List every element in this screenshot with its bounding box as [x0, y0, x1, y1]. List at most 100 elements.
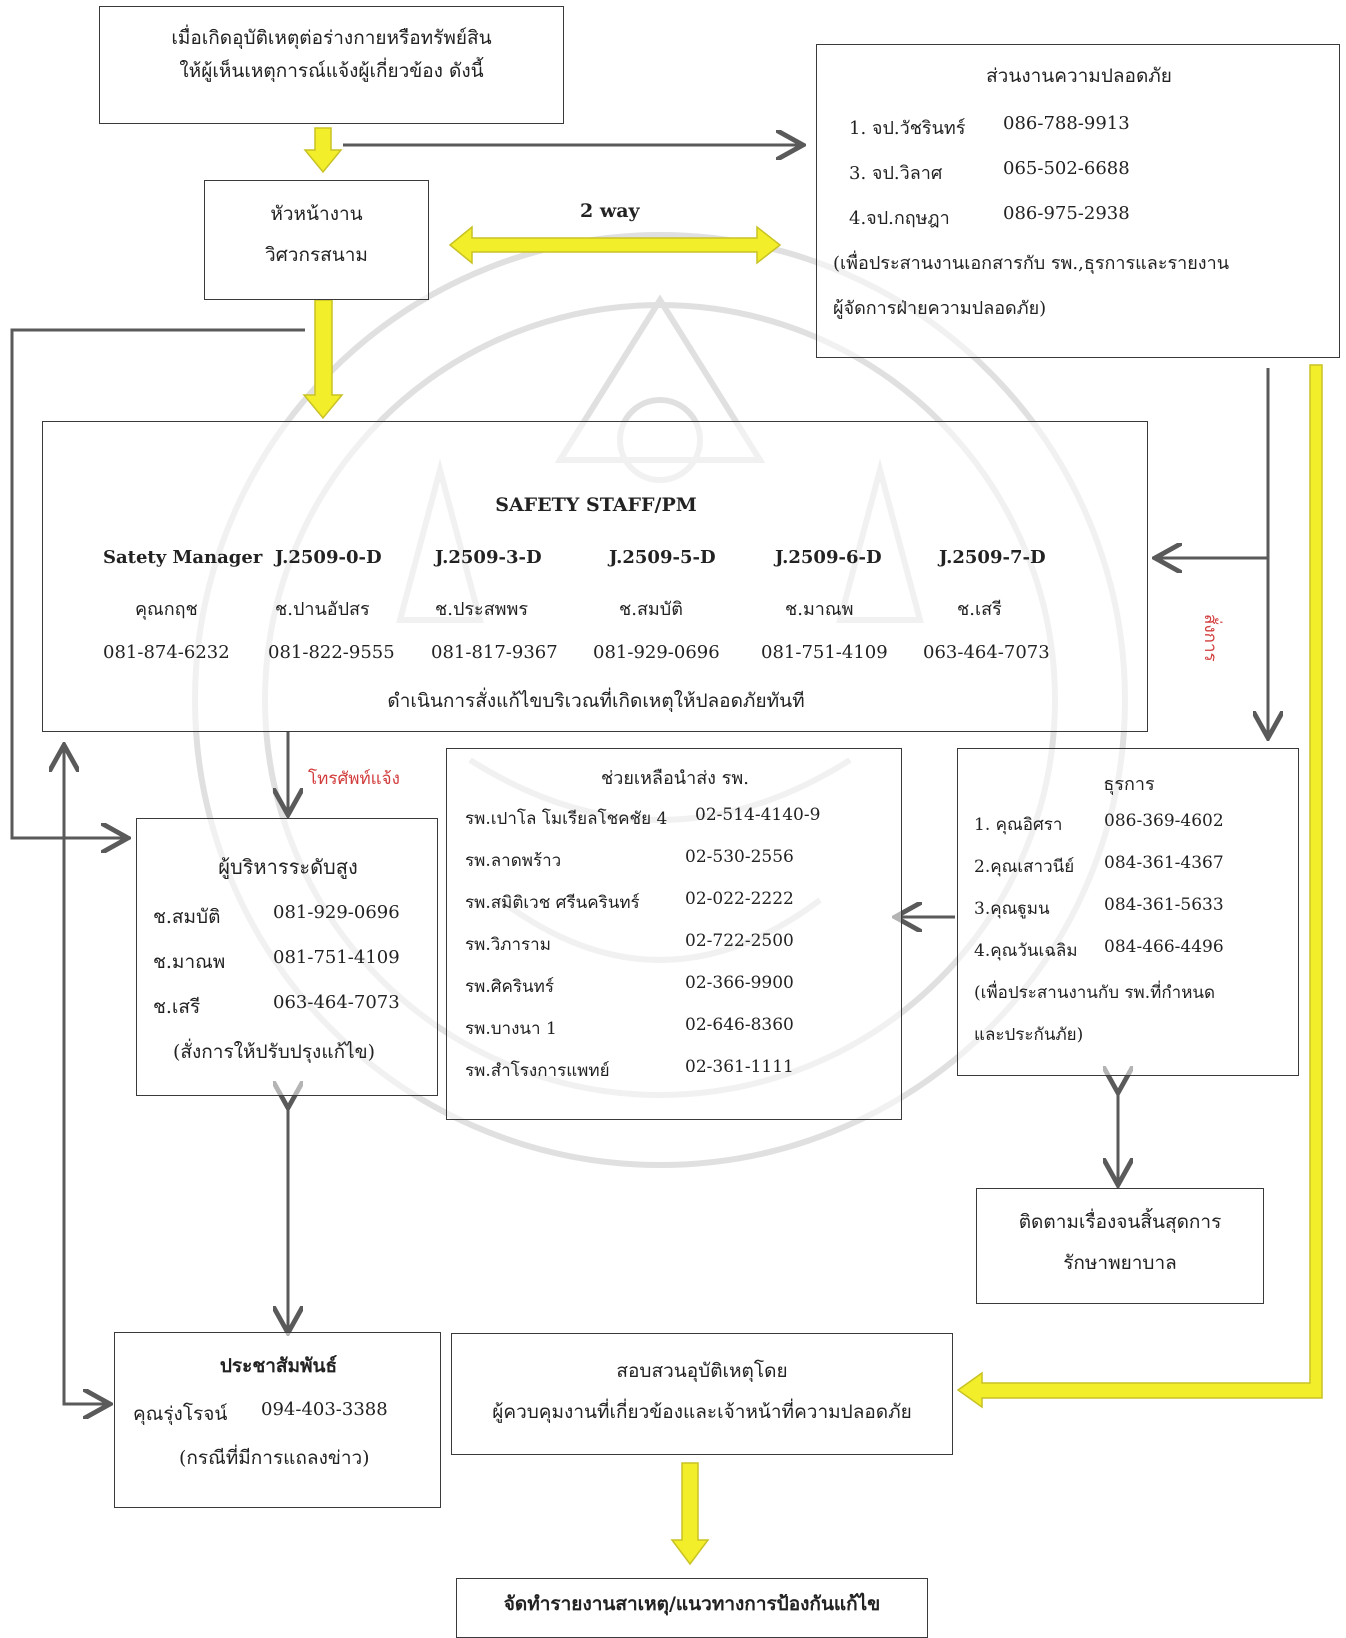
- exec-note: (สั่งการให้ปรับปรุงแก้ไข): [173, 1041, 376, 1063]
- staff-phone: 081-817-9367: [431, 642, 558, 663]
- executives-box: ผู้บริหารระดับสูง ช.สมบัติ 081-929-0696 …: [136, 818, 438, 1096]
- admin-box: ธุรการ 1. คุณอิศรา 086-369-4602 2.คุณเสา…: [957, 748, 1299, 1076]
- safety-contact-phone: 086-975-2938: [1003, 203, 1130, 224]
- staff-name: ช.มาณพ: [785, 599, 854, 620]
- two-way-label: 2 way: [580, 200, 640, 222]
- safety-note-line2: ผู้จัดการฝ่ายความปลอดภัย): [833, 298, 1047, 319]
- staff-name: ช.สมบัติ: [619, 599, 683, 620]
- yellow-arrow-investigation-to-report: [670, 1462, 710, 1566]
- arrow-head-to-executives: [10, 328, 305, 838]
- admin-title: ธุรการ: [1103, 774, 1155, 795]
- admin-phone: 084-466-4496: [1104, 937, 1224, 957]
- admin-name: 4.คุณวันเฉลิม: [974, 941, 1078, 961]
- hospital-name: รพ.เปาโล โมเรียลโชคชัย 4: [465, 809, 668, 829]
- staff-phone: 081-874-6232: [103, 642, 230, 663]
- exec-phone: 063-464-7073: [273, 992, 400, 1013]
- safety-contact-name: 1. จป.วัชรินทร์: [849, 118, 966, 139]
- staff-phone: 063-464-7073: [923, 642, 1050, 663]
- safety-contact-name: 3. จป.วิลาศ: [849, 163, 943, 184]
- investigation-box: สอบสวนอุบัติเหตุโดย ผู้ควบคุมงานที่เกี่ย…: [451, 1333, 953, 1455]
- safety-department-box: ส่วนงานความปลอดภัย 1. จป.วัชรินทร์ 086-7…: [816, 44, 1340, 358]
- field-engineer-line1: หัวหน้างาน: [270, 203, 363, 225]
- phone-notify-label: โทรศัพท์แจ้ง: [308, 769, 400, 789]
- hospital-phone: 02-022-2222: [685, 889, 794, 909]
- safety-dept-title: ส่วนงานความปลอดภัย: [986, 65, 1172, 87]
- pr-contact-phone: 094-403-3388: [261, 1399, 388, 1420]
- admin-name: 3.คุณฐูมน: [974, 899, 1050, 919]
- hospital-name: รพ.ศิครินทร์: [465, 977, 554, 997]
- pr-contact-name: คุณรุ่งโรจน์: [133, 1403, 228, 1425]
- hospital-phone: 02-514-4140-9: [695, 805, 821, 825]
- staff-name: คุณกฤช: [135, 599, 198, 620]
- field-engineer-line2: วิศวกรสนาม: [265, 243, 368, 266]
- hospital-name: รพ.สำโรงการแพทย์: [465, 1061, 610, 1081]
- two-way-arrow: [448, 225, 782, 265]
- pr-box: ประชาสัมพันธ์ คุณรุ่งโรจน์ 094-403-3388 …: [114, 1332, 441, 1508]
- hospital-name: รพ.ลาดพร้าว: [465, 851, 562, 871]
- admin-phone: 084-361-4367: [1104, 853, 1224, 873]
- hospital-phone: 02-722-2500: [685, 931, 794, 951]
- command-label: สั่งการ: [1200, 614, 1220, 662]
- incident-box: เมื่อเกิดอุบัติเหตุต่อร่างกายหรือทรัพย์ส…: [99, 6, 564, 124]
- follow-up-line2: รักษาพยาบาล: [1063, 1251, 1177, 1274]
- safety-contact-phone: 086-788-9913: [1003, 113, 1130, 134]
- hospital-phone: 02-361-1111: [685, 1057, 794, 1077]
- hospital-name: รพ.สมิติเวช ศรีนครินทร์: [465, 893, 640, 913]
- safety-staff-box: SAFETY STAFF/PM Satety Manager คุณกฤช 08…: [42, 421, 1148, 732]
- report-text: จัดทำรายงานสาเหตุ/แนวทางการป้องกันแก้ไข: [503, 1593, 881, 1615]
- hospitals-box: ช่วยเหลือนำส่ง รพ. รพ.เปาโล โมเรียลโชคชั…: [446, 748, 902, 1120]
- hospital-name: รพ.บางนา 1: [465, 1019, 557, 1039]
- admin-phone: 086-369-4602: [1104, 811, 1224, 831]
- staff-phone: 081-929-0696: [593, 642, 720, 663]
- safety-contact-phone: 065-502-6688: [1003, 158, 1130, 179]
- yellow-arrow-head-to-staff: [302, 299, 344, 420]
- exec-name: ช.เสรี: [153, 996, 201, 1018]
- safety-contact-row: 4.จป.กฤษฎา: [849, 203, 950, 232]
- admin-name: 1. คุณอิศรา: [974, 815, 1063, 835]
- follow-up-line1: ติดตามเรื่องจนสิ้นสุดการ: [1018, 1211, 1222, 1233]
- staff-code: J.2509-6-D: [775, 547, 882, 568]
- executives-title: ผู้บริหารระดับสูง: [218, 855, 358, 879]
- exec-phone: 081-929-0696: [273, 902, 400, 923]
- investigation-line1: สอบสวนอุบัติเหตุโดย: [616, 1360, 788, 1382]
- exec-name: ช.มาณพ: [153, 951, 226, 973]
- admin-note-line2: และประกันภัย): [974, 1025, 1084, 1045]
- hospital-name: รพ.วิภาราม: [465, 935, 551, 955]
- hospital-phone: 02-530-2556: [685, 847, 794, 867]
- safety-contact-name: 4.จป.กฤษฎา: [849, 208, 950, 229]
- staff-code: J.2509-7-D: [939, 547, 1046, 568]
- pr-note: (กรณีที่มีการแถลงข่าว): [179, 1447, 370, 1469]
- exec-name: ช.สมบัติ: [153, 906, 221, 928]
- hospital-phone: 02-646-8360: [685, 1015, 794, 1035]
- hospitals-title: ช่วยเหลือนำส่ง รพ.: [601, 768, 749, 789]
- staff-phone: 081-822-9555: [268, 642, 395, 663]
- investigation-line2: ผู้ควบคุมงานที่เกี่ยวข้องและเจ้าหน้าที่ค…: [492, 1400, 912, 1423]
- safety-staff-title: SAFETY STAFF/PM: [495, 494, 697, 516]
- incident-line2: ให้ผู้เห็นเหตุการณ์แจ้งผู้เกี่ยวข้อง ดัง…: [179, 59, 484, 82]
- hospital-phone: 02-366-9900: [685, 973, 794, 993]
- incident-line1: เมื่อเกิดอุบัติเหตุต่อร่างกายหรือทรัพย์ส…: [171, 27, 492, 49]
- follow-up-box: ติดตามเรื่องจนสิ้นสุดการ รักษาพยาบาล: [976, 1188, 1264, 1304]
- yellow-arrow-right-to-investigation: [956, 364, 1323, 1409]
- safety-note-line1: (เพื่อประสานงานเอกสารกับ รพ.,ธุรการและรา…: [833, 253, 1230, 274]
- staff-code: J.2509-0-D: [275, 547, 382, 568]
- arrow-pr-staff-loop: [64, 748, 107, 1406]
- pr-title: ประชาสัมพันธ์: [219, 1355, 338, 1377]
- admin-name: 2.คุณเสาวนีย์: [974, 857, 1075, 877]
- exec-phone: 081-751-4109: [273, 947, 400, 968]
- staff-action: ดำเนินการสั่งแก้ไขบริเวณที่เกิดเหตุให้ปล…: [387, 690, 805, 712]
- staff-code: J.2509-3-D: [435, 547, 542, 568]
- staff-phone: 081-751-4109: [761, 642, 888, 663]
- admin-note-line1: (เพื่อประสานงานกับ รพ.ที่กำหนด: [974, 983, 1216, 1003]
- safety-contact-row: 1. จป.วัชรินทร์: [849, 113, 965, 142]
- safety-contact-row: 3. จป.วิลาศ: [849, 158, 942, 187]
- admin-phone: 084-361-5633: [1104, 895, 1224, 915]
- yellow-arrow-incident-to-head: [303, 127, 343, 174]
- report-box: จัดทำรายงานสาเหตุ/แนวทางการป้องกันแก้ไข: [456, 1578, 928, 1638]
- staff-code: J.2509-5-D: [609, 547, 716, 568]
- staff-code: Satety Manager: [103, 547, 263, 568]
- staff-name: ช.เสรี: [957, 599, 1002, 620]
- staff-name: ช.ประสพพร: [435, 599, 529, 620]
- staff-name: ช.ปานอัปสร: [275, 599, 370, 620]
